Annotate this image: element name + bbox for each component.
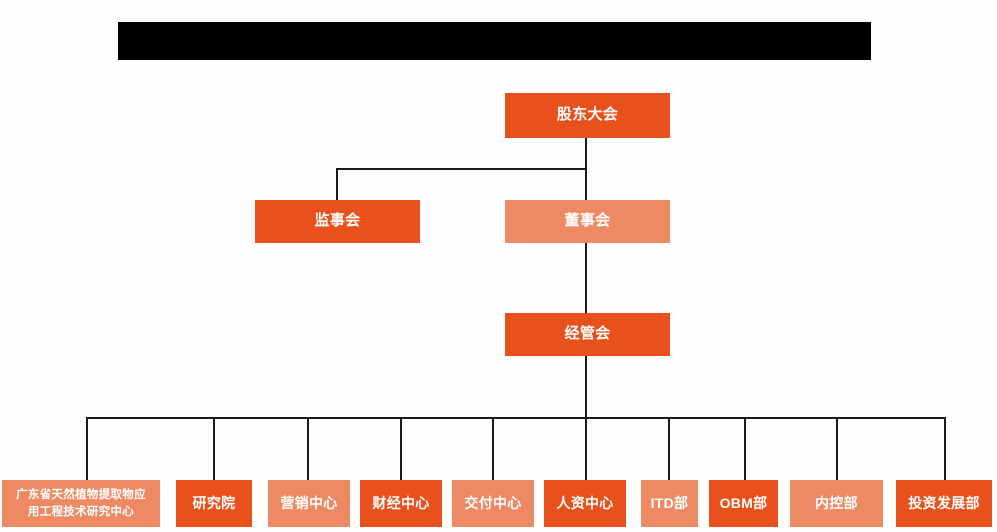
connector-supervisors-drop: [336, 168, 338, 200]
org-node-delivery-center[interactable]: 交付中心: [452, 480, 534, 527]
connector-drop-delivery-center: [492, 417, 494, 480]
org-node-internal-control-dept[interactable]: 内控部: [790, 480, 883, 527]
org-node-hr-center[interactable]: 人资中心: [544, 480, 626, 527]
org-node-management[interactable]: 经管会: [505, 313, 670, 356]
connector-drop-institute: [213, 417, 215, 480]
connector-level4-bus: [86, 417, 946, 419]
org-node-investment-development-dept[interactable]: 投资发展部: [896, 480, 992, 527]
org-node-itd-dept[interactable]: ITD部: [641, 480, 698, 527]
org-node-institute[interactable]: 研究院: [176, 480, 252, 527]
redacted-title-bar: [118, 22, 871, 60]
connector-drop-itd-dept: [668, 417, 670, 480]
org-node-research-center-line2: 用工程技术研究中心: [27, 505, 135, 518]
connector-drop-obm-dept: [744, 417, 746, 480]
org-node-research-center-line1: 广东省天然植物提取物应: [16, 489, 146, 502]
connector-level2-bus: [336, 168, 587, 170]
org-node-research-center[interactable]: 广东省天然植物提取物应 用工程技术研究中心: [2, 480, 160, 527]
org-node-finance-center[interactable]: 财经中心: [360, 480, 442, 527]
connector-drop-research-center: [86, 417, 88, 480]
connector-drop-finance-center: [400, 417, 402, 480]
org-node-marketing-center[interactable]: 营销中心: [268, 480, 350, 527]
org-node-directors[interactable]: 董事会: [505, 200, 670, 243]
org-node-obm-dept[interactable]: OBM部: [709, 480, 778, 527]
org-node-supervisors[interactable]: 监事会: [255, 200, 420, 243]
connector-drop-marketing-center: [307, 417, 309, 480]
connector-directors-to-management: [585, 243, 587, 313]
connector-drop-internal-control-dept: [836, 417, 838, 480]
connector-drop-investment-development-dept: [944, 417, 946, 480]
org-node-shareholders[interactable]: 股东大会: [505, 93, 670, 138]
